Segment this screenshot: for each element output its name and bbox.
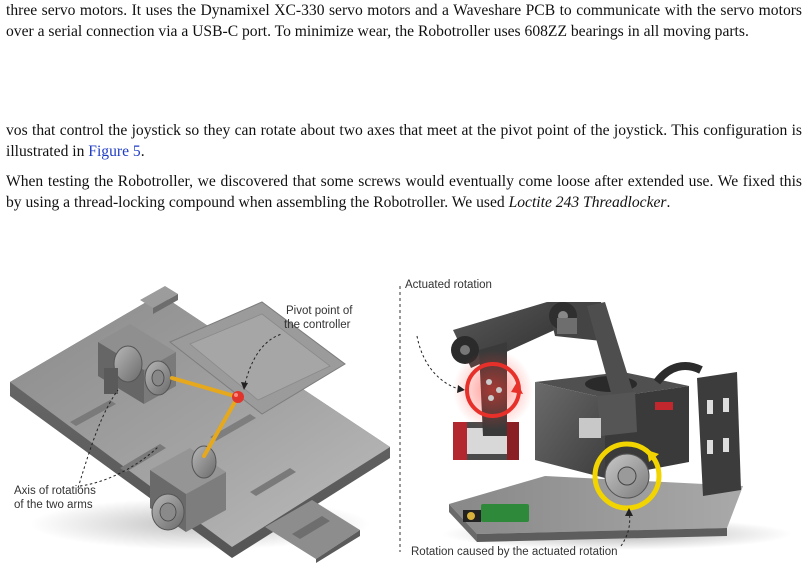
plate-corner-block xyxy=(140,286,178,308)
axis-label-line2: of the two arms xyxy=(14,499,93,511)
plate-slot xyxy=(250,468,296,496)
threadlocker-name: Loctite 243 Threadlocker xyxy=(508,194,667,211)
recessed-area-inner xyxy=(189,313,331,401)
paragraph-hardware-text: three servo motors. It uses the Dynamixe… xyxy=(6,2,802,40)
plate-tab-slot xyxy=(292,516,330,539)
figure-left-cad-render: Pivot point of the controller Axis of ro… xyxy=(0,272,392,563)
plate-slot xyxy=(210,414,256,441)
paragraph-servos: vos that control the joystick so they ca… xyxy=(6,120,802,162)
plate-corner-block-side xyxy=(153,294,178,314)
paragraph-hardware: three servo motors. It uses the Dynamixe… xyxy=(6,0,802,42)
base-plate-edge xyxy=(449,504,477,542)
plate-slot xyxy=(120,444,166,472)
axis-label-line1: Axis of rotations xyxy=(14,485,96,497)
joystick-box-front xyxy=(535,382,605,478)
figure-right-robotroller-render: Actuated rotation Rotation caused by the… xyxy=(397,272,807,563)
plate-slot xyxy=(70,400,116,426)
plate-tab-side xyxy=(316,530,360,563)
lower-arm xyxy=(202,398,238,458)
induced-rotation-ring xyxy=(592,441,662,511)
induced-rotation-label: Rotation caused by the actuated rotation xyxy=(411,546,618,558)
base-plate-front xyxy=(477,528,727,542)
actuated-rotation-label: Actuated rotation xyxy=(405,279,492,291)
paragraph-threadlock-text: When testing the Robotroller, we discove… xyxy=(6,173,802,211)
axis-leader-line-2 xyxy=(79,446,159,487)
red-ring-arrow xyxy=(511,382,523,394)
figure-5-link[interactable]: Figure 5 xyxy=(88,143,141,160)
axis-leader-line-1 xyxy=(77,389,119,489)
paragraph-servos-end: . xyxy=(140,143,145,160)
actuated-leader-line xyxy=(416,335,464,391)
yellow-ring-arrow xyxy=(647,450,659,462)
paragraph-threadlock-end: . xyxy=(666,194,671,211)
pivot-label-line1: Pivot point of xyxy=(286,305,353,317)
paragraph-servos-text: vos that control the joystick so they ca… xyxy=(6,122,802,160)
right-side-frame xyxy=(653,362,741,496)
red-glow xyxy=(453,350,533,430)
cad-render-svg: Pivot point of the controller Axis of ro… xyxy=(10,286,390,563)
pivot-point xyxy=(232,391,244,403)
paragraph-threadlock: When testing the Robotroller, we discove… xyxy=(6,171,802,213)
robotroller-render-svg: Actuated rotation Rotation caused by the… xyxy=(399,279,792,558)
lower-servo-assembly xyxy=(150,445,226,532)
pivot-label-line2: the controller xyxy=(284,319,351,331)
upper-arm xyxy=(170,376,240,399)
waveshare-pcb xyxy=(481,504,529,522)
upper-servo-assembly xyxy=(98,324,176,404)
